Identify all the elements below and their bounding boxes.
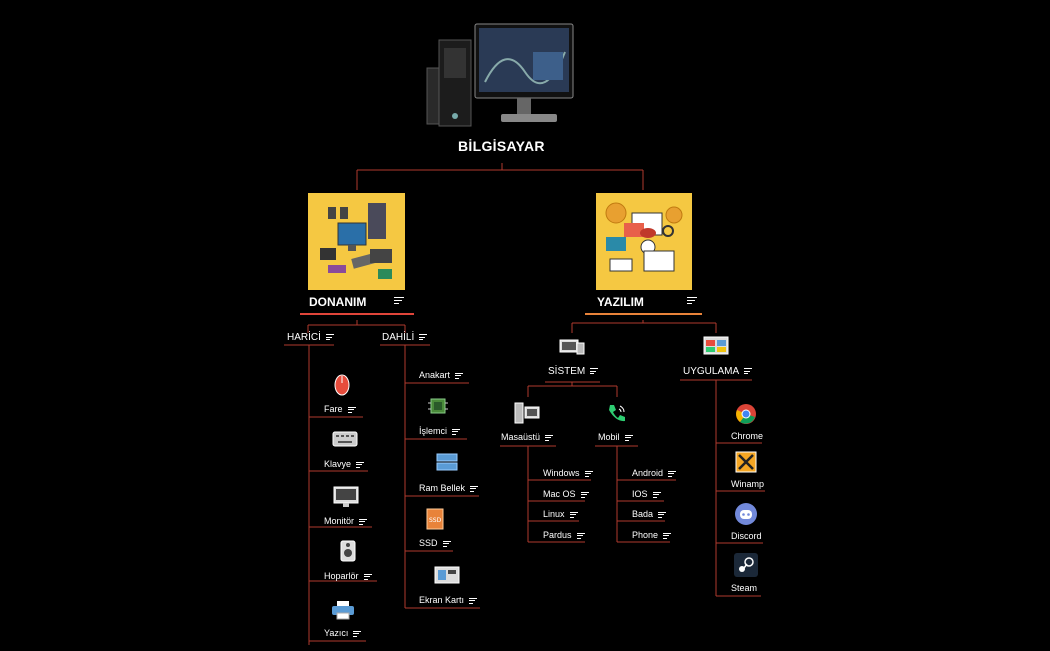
desktop-pc-icon bbox=[514, 402, 540, 424]
software-illustration bbox=[596, 193, 692, 290]
software-label[interactable]: YAZILIM bbox=[597, 295, 644, 309]
menu-icon[interactable] bbox=[325, 334, 334, 341]
menu-icon[interactable] bbox=[569, 511, 578, 518]
list-item[interactable]: SSD bbox=[419, 538, 451, 548]
menu-icon[interactable] bbox=[394, 297, 404, 304]
list-item[interactable]: Monitör bbox=[324, 516, 368, 526]
menu-icon[interactable] bbox=[356, 461, 365, 468]
list-item[interactable]: Pardus bbox=[543, 530, 585, 540]
list-item[interactable]: Yazıcı bbox=[324, 628, 362, 638]
menu-icon[interactable] bbox=[590, 368, 599, 375]
external-label[interactable]: HARİCİ bbox=[287, 332, 334, 343]
menu-icon[interactable] bbox=[359, 518, 368, 525]
list-item[interactable]: Android bbox=[632, 468, 677, 478]
menu-icon[interactable] bbox=[687, 297, 697, 304]
menu-icon[interactable] bbox=[442, 540, 451, 547]
mouse-icon bbox=[334, 374, 350, 396]
list-item[interactable]: Winamp bbox=[731, 479, 765, 489]
list-item[interactable]: Fare bbox=[324, 404, 356, 414]
menu-icon[interactable] bbox=[545, 434, 554, 441]
list-item[interactable]: Chrome bbox=[731, 431, 764, 441]
list-item[interactable]: Discord bbox=[731, 531, 762, 541]
list-item[interactable]: Steam bbox=[731, 583, 758, 593]
menu-icon[interactable] bbox=[663, 532, 672, 539]
list-item[interactable]: Ram Bellek bbox=[419, 483, 479, 493]
devices-icon bbox=[559, 339, 585, 355]
speaker-icon bbox=[340, 540, 356, 562]
steam-icon bbox=[734, 553, 758, 577]
menu-icon[interactable] bbox=[624, 434, 633, 441]
list-item[interactable]: Klavye bbox=[324, 459, 365, 469]
phone-icon bbox=[609, 405, 625, 422]
app-window-icon bbox=[703, 336, 729, 355]
ssd-icon: SSD bbox=[426, 508, 444, 530]
menu-icon[interactable] bbox=[470, 485, 479, 492]
list-item[interactable]: Windows bbox=[543, 468, 593, 478]
hardware-illustration bbox=[308, 193, 405, 290]
system-label[interactable]: SİSTEM bbox=[548, 366, 599, 377]
root-title[interactable]: BİLGİSAYAR bbox=[458, 138, 545, 154]
menu-icon[interactable] bbox=[580, 491, 589, 498]
menu-icon[interactable] bbox=[452, 428, 461, 435]
printer-icon bbox=[332, 601, 354, 620]
menu-icon[interactable] bbox=[455, 372, 464, 379]
list-item[interactable]: Hoparlör bbox=[324, 571, 372, 581]
menu-icon[interactable] bbox=[347, 406, 356, 413]
menu-icon[interactable] bbox=[668, 470, 677, 477]
list-item[interactable]: İşlemci bbox=[419, 426, 461, 436]
menu-icon[interactable] bbox=[363, 573, 372, 580]
winamp-icon bbox=[735, 451, 757, 473]
apps-label[interactable]: UYGULAMA bbox=[683, 366, 753, 377]
list-item[interactable]: Bada bbox=[632, 509, 667, 519]
menu-icon[interactable] bbox=[658, 511, 667, 518]
list-item[interactable]: IOS bbox=[632, 489, 661, 499]
menu-icon[interactable] bbox=[652, 491, 661, 498]
svg-text:SSD: SSD bbox=[429, 517, 442, 524]
keyboard-icon bbox=[332, 431, 358, 447]
list-item[interactable]: Linux bbox=[543, 509, 578, 519]
graphics-card-icon bbox=[434, 566, 460, 584]
chrome-icon bbox=[736, 404, 756, 424]
desktop-computer-image bbox=[426, 23, 574, 127]
monitor-icon bbox=[333, 486, 359, 507]
hardware-label[interactable]: DONANIM bbox=[309, 295, 367, 309]
ram-icon bbox=[436, 453, 458, 471]
list-item[interactable]: Phone bbox=[632, 530, 672, 540]
list-item[interactable]: Ekran Kartı bbox=[419, 595, 478, 605]
internal-label[interactable]: DAHİLİ bbox=[382, 332, 428, 343]
menu-icon[interactable] bbox=[353, 630, 362, 637]
cpu-icon bbox=[428, 398, 448, 414]
desktop-label[interactable]: Masaüstü bbox=[501, 432, 554, 442]
mobile-label[interactable]: Mobil bbox=[598, 432, 633, 442]
menu-icon[interactable] bbox=[419, 334, 428, 341]
discord-icon bbox=[735, 503, 757, 525]
list-item[interactable]: Mac OS bbox=[543, 489, 589, 499]
menu-icon[interactable] bbox=[469, 597, 478, 604]
menu-icon[interactable] bbox=[576, 532, 585, 539]
menu-icon[interactable] bbox=[584, 470, 593, 477]
menu-icon[interactable] bbox=[744, 368, 753, 375]
list-item[interactable]: Anakart bbox=[419, 370, 464, 380]
